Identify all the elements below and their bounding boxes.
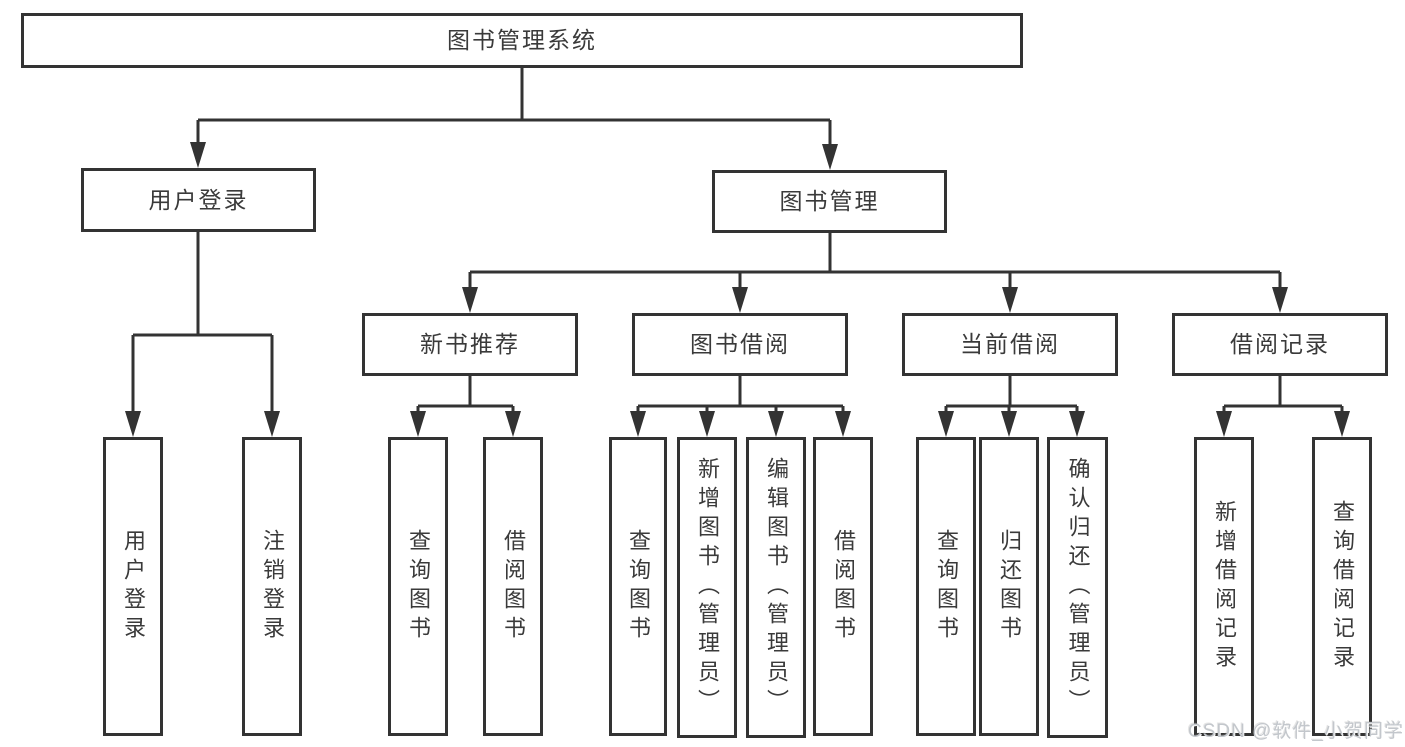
leaf-query-books-3: 查询图书 [916,437,976,736]
leaf-add-book-admin: 新增图书（管理员） [677,437,737,738]
leaf-label: 查询图书 [934,528,959,645]
leaf-label: 查询图书 [626,528,651,645]
leaf-label: 查询图书 [406,528,431,645]
leaf-label: 确认归还（管理员） [1065,457,1091,718]
leaf-label: 借阅图书 [501,528,526,645]
node-library-management-system: 图书管理系统 [21,13,1023,68]
leaf-query-books-2: 查询图书 [609,437,667,736]
leaf-label: 归还图书 [997,528,1022,645]
leaf-query-books-1: 查询图书 [388,437,448,736]
leaf-label: 查询借阅记录 [1330,499,1355,674]
leaf-label: 注销登录 [260,528,285,645]
leaf-borrow-books-1: 借阅图书 [483,437,543,736]
leaf-label: 借阅图书 [831,528,856,645]
leaf-label: 用户登录 [121,528,146,645]
node-user-login: 用户登录 [81,168,316,232]
leaf-query-borrow-record: 查询借阅记录 [1312,437,1372,736]
node-book-management: 图书管理 [712,170,947,233]
node-new-book-recommend: 新书推荐 [362,313,578,376]
leaf-label: 新增图书（管理员） [695,457,720,718]
leaf-edit-book-admin: 编辑图书（管理员） [746,437,806,738]
csdn-watermark: CSDN @软件_小贺同学 [1188,721,1404,742]
leaf-add-borrow-record: 新增借阅记录 [1194,437,1254,736]
node-current-borrowing: 当前借阅 [902,313,1118,376]
node-book-borrowing: 图书借阅 [632,313,848,376]
leaf-return-books: 归还图书 [979,437,1039,736]
node-borrowing-records: 借阅记录 [1172,313,1388,376]
leaf-confirm-return-admin: 确认归还（管理员） [1047,437,1108,738]
leaf-user-login: 用户登录 [103,437,163,736]
leaf-label: 新增借阅记录 [1212,499,1237,674]
leaf-logout: 注销登录 [242,437,302,736]
leaf-label: 编辑图书（管理员） [764,457,789,718]
leaf-borrow-books-2: 借阅图书 [813,437,873,736]
